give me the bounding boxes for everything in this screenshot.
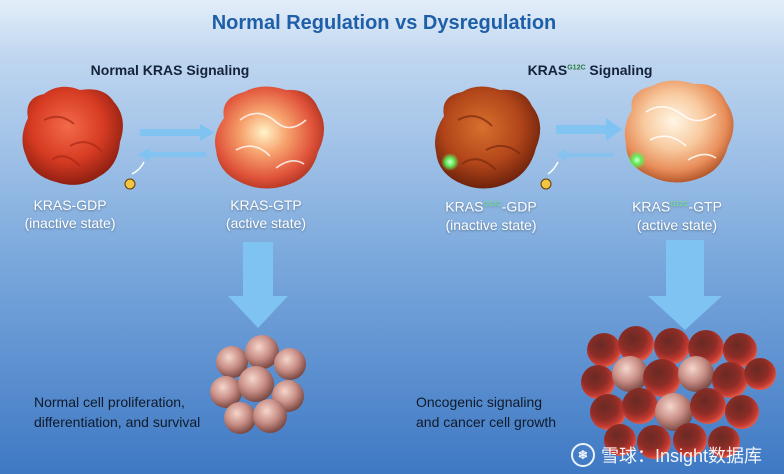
kras-g12c-gdp-suffix: -GDP: [501, 198, 537, 215]
mutant-heading-sup: G12C: [567, 64, 586, 72]
downstream-arrow-normal: [228, 242, 288, 328]
mutant-panel-heading: KRASG12C Signaling: [460, 62, 720, 78]
normal-outcome-line2: differentiation, and survival: [34, 414, 201, 430]
g12c-mutation-marker-gtp: [628, 151, 646, 169]
kras-g12c-gtp-name: KRASG12C-GTP: [612, 196, 742, 216]
normal-outcome-caption: Normal cell proliferation, differentiati…: [34, 392, 234, 432]
inactivation-arrow-normal: [131, 148, 206, 175]
normal-cell-cluster: [210, 335, 306, 434]
kras-gtp-state: (active state): [225, 215, 307, 231]
activation-arrow-normal: [140, 124, 214, 141]
kras-g12c-gdp-sup: G12C: [483, 201, 502, 208]
g12c-mutation-marker-gdp: [441, 153, 459, 171]
phosphate-icon-right: [540, 178, 552, 190]
kras-g12c-gtp-label: KRASG12C-GTP (active state): [612, 196, 742, 234]
kras-gdp-state: (inactive state): [24, 215, 116, 231]
kras-g12c-gtp-sup: G12C: [670, 201, 689, 208]
snowball-logo-icon: ❄: [570, 443, 595, 467]
kras-g12c-gtp-state: (active state): [636, 216, 718, 233]
kras-g12c-gdp-state: (inactive state): [445, 216, 537, 233]
normal-panel-heading: Normal KRAS Signaling: [90, 62, 250, 78]
activation-arrow-mutant: [556, 118, 622, 141]
kras-gdp-protein: [22, 86, 123, 185]
phosphate-icon-left: [124, 178, 136, 190]
page-title: Normal Regulation vs Dysregulation: [211, 12, 557, 34]
normal-outcome-line1: Normal cell proliferation,: [34, 394, 185, 410]
kras-g12c-gtp-protein: [624, 80, 734, 183]
kras-g12c-gdp-name: KRASG12C-GDP: [426, 196, 556, 216]
kras-gdp-label: KRAS-GDP (inactive state): [10, 196, 130, 232]
mutant-heading-suffix: Signaling: [585, 62, 653, 78]
cancer-outcome-line1: Oncogenic signaling: [416, 394, 543, 410]
kras-gdp-name: KRAS-GDP: [33, 197, 107, 213]
kras-g12c-gdp-prefix: KRAS: [445, 198, 484, 215]
downstream-arrow-mutant: [648, 240, 722, 330]
inactivation-arrow-mutant: [547, 149, 614, 175]
kras-gtp-name: KRAS-GTP: [230, 197, 302, 213]
mutant-heading-prefix: KRAS: [527, 62, 568, 78]
kras-gtp-label: KRAS-GTP (active state): [206, 196, 326, 232]
kras-g12c-gdp-protein: [435, 86, 541, 189]
cancer-cell-cluster: [581, 326, 776, 459]
cancer-outcome-caption: Oncogenic signaling and cancer cell grow…: [416, 392, 586, 432]
watermark: ❄ 雪球：Insight数据库: [570, 442, 762, 468]
kras-g12c-gdp-label: KRASG12C-GDP (inactive state): [426, 196, 556, 234]
kras-g12c-gtp-suffix: -GTP: [688, 198, 722, 215]
kras-g12c-gtp-prefix: KRAS: [632, 198, 671, 215]
cancer-outcome-line2: and cancer cell growth: [416, 414, 557, 430]
kras-gtp-protein: [215, 86, 324, 189]
watermark-text: 雪球：Insight数据库: [600, 446, 762, 466]
